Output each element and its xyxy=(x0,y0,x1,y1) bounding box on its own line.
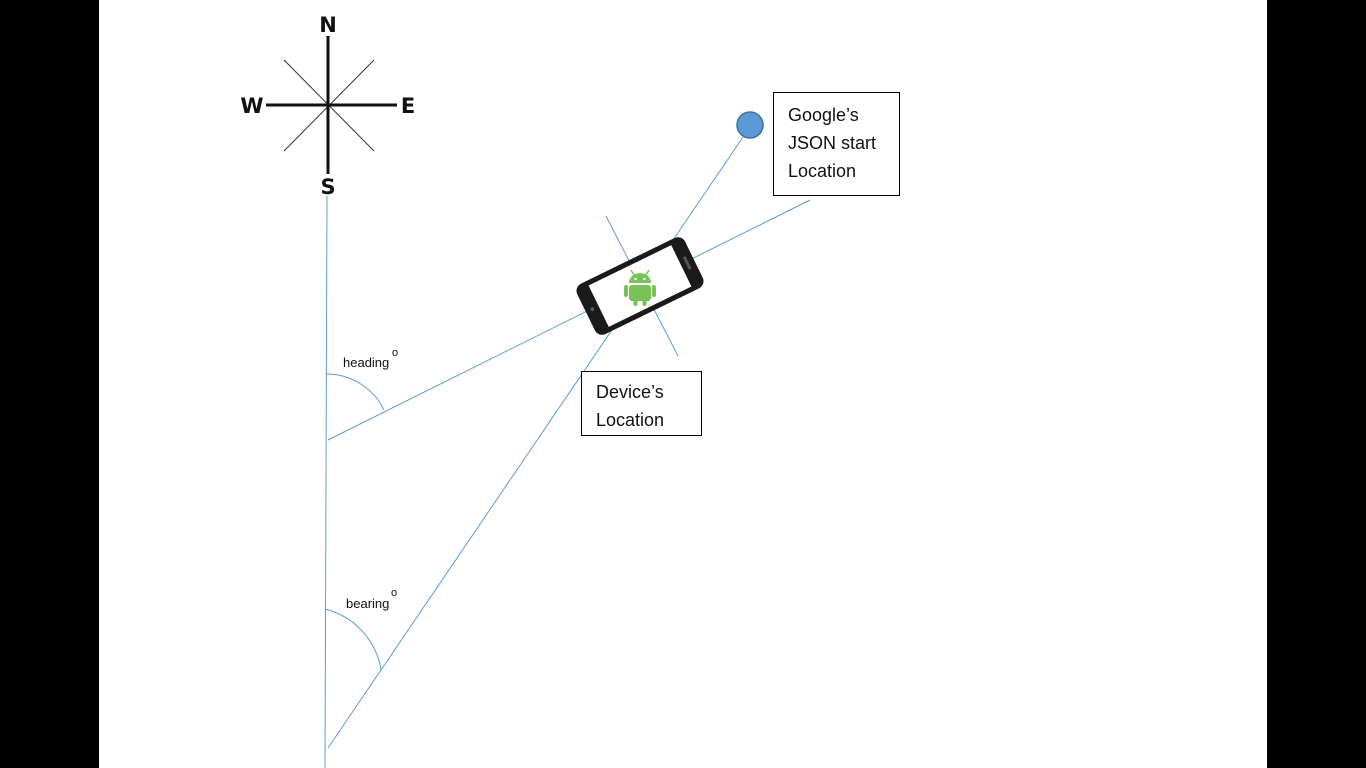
android-phone-icon xyxy=(576,237,704,335)
compass-east-label: E xyxy=(401,94,415,118)
android-torso xyxy=(629,285,651,301)
android-eye-left xyxy=(634,277,637,281)
bearing-degree-mark: o xyxy=(391,587,397,599)
google-label-line-2: JSON start xyxy=(788,133,877,153)
location-dot-icon xyxy=(736,111,764,139)
compass-north-label: N xyxy=(319,13,337,37)
device-location-label: Device’s Location xyxy=(581,371,702,436)
heading-angle-arc xyxy=(325,373,385,411)
bearing-line xyxy=(327,136,744,749)
google-label-line-3: Location xyxy=(788,161,857,181)
bearing-label: bearing xyxy=(346,596,389,611)
android-leg-left xyxy=(633,299,638,306)
compass-west-label: W xyxy=(240,94,263,118)
bearing-angle-arc xyxy=(324,608,382,671)
device-label-line-2: Location xyxy=(596,410,665,430)
android-robot-icon xyxy=(624,269,656,306)
android-arm-right xyxy=(652,285,656,297)
google-start-location-label: Google’s JSON start Location xyxy=(773,92,900,196)
android-antenna-right xyxy=(645,269,650,276)
heading-label: heading xyxy=(343,355,389,370)
heading-line xyxy=(327,199,811,441)
phone-camera xyxy=(590,307,595,312)
compass-rose-icon: N S E W xyxy=(240,13,415,199)
android-eye-right xyxy=(643,277,646,281)
google-label-line-1: Google’s xyxy=(788,105,859,125)
heading-degree-mark: o xyxy=(392,347,398,359)
android-antenna-left xyxy=(630,269,635,276)
device-label-line-1: Device’s xyxy=(596,382,664,402)
android-head xyxy=(629,273,651,283)
phone-speaker xyxy=(682,256,692,270)
compass-south-label: S xyxy=(320,175,335,199)
android-arm-left xyxy=(624,285,628,297)
android-leg-right xyxy=(642,299,647,306)
north-reference-line xyxy=(324,195,328,768)
